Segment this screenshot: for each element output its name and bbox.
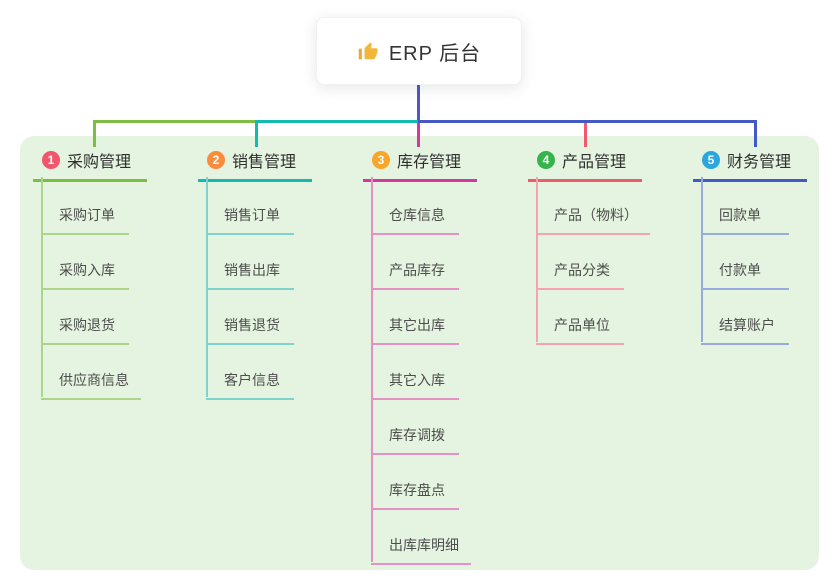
branch-label: 库存管理 xyxy=(397,154,462,171)
branch-number-badge: 3 xyxy=(372,151,390,169)
child-node[interactable]: 出库库明细 xyxy=(371,536,471,565)
child-node[interactable]: 仓库信息 xyxy=(371,206,459,235)
child-node[interactable]: 结算账户 xyxy=(701,316,789,345)
child-node[interactable]: 供应商信息 xyxy=(41,371,141,400)
child-node[interactable]: 采购入库 xyxy=(41,261,129,290)
root-connector-line xyxy=(417,85,420,123)
bus-line-procurement xyxy=(93,120,255,123)
child-node[interactable]: 销售退货 xyxy=(206,316,294,345)
stub-line-product xyxy=(584,123,587,147)
child-node[interactable]: 库存调拨 xyxy=(371,426,459,455)
child-node[interactable]: 产品单位 xyxy=(536,316,624,345)
branch-label: 财务管理 xyxy=(727,154,792,171)
root-label: ERP 后台 xyxy=(388,42,482,65)
child-label: 采购入库 xyxy=(59,262,115,278)
branch-header-inventory[interactable]: 3 库存管理 xyxy=(363,148,478,182)
branch-label: 采购管理 xyxy=(67,154,132,171)
branch-header-product[interactable]: 4 产品管理 xyxy=(528,148,643,182)
child-label: 供应商信息 xyxy=(59,372,129,388)
children-connector-line xyxy=(206,177,208,397)
child-node[interactable]: 产品库存 xyxy=(371,261,459,290)
child-label: 结算账户 xyxy=(719,317,775,333)
child-node[interactable]: 产品（物料） xyxy=(536,206,650,235)
branch-header-procurement[interactable]: 1 采购管理 xyxy=(33,148,148,182)
stub-line-sales xyxy=(255,120,258,147)
child-node[interactable]: 产品分类 xyxy=(536,261,624,290)
child-label: 销售订单 xyxy=(224,207,280,223)
child-node[interactable]: 回款单 xyxy=(701,206,789,235)
stub-line-finance xyxy=(754,120,757,147)
children-connector-line xyxy=(536,177,538,342)
child-node[interactable]: 采购退货 xyxy=(41,316,129,345)
child-label: 其它出库 xyxy=(389,317,445,333)
branch-number-badge: 1 xyxy=(42,151,60,169)
child-label: 其它入库 xyxy=(389,372,445,388)
branch-number-badge: 2 xyxy=(207,151,225,169)
thumbs-up-icon xyxy=(358,42,378,60)
branches-panel xyxy=(20,136,819,570)
child-label: 库存调拨 xyxy=(389,427,445,443)
child-node[interactable]: 其它出库 xyxy=(371,316,459,345)
branch-label: 销售管理 xyxy=(232,154,297,171)
children-connector-line xyxy=(41,177,43,397)
child-label: 回款单 xyxy=(719,207,761,223)
child-label: 仓库信息 xyxy=(389,207,445,223)
child-node[interactable]: 采购订单 xyxy=(41,206,129,235)
child-node[interactable]: 客户信息 xyxy=(206,371,294,400)
child-label: 客户信息 xyxy=(224,372,280,388)
root-node[interactable]: ERP 后台 xyxy=(316,17,522,85)
child-node[interactable]: 销售订单 xyxy=(206,206,294,235)
branch-number-badge: 5 xyxy=(702,151,720,169)
child-label: 销售退货 xyxy=(224,317,280,333)
child-label: 库存盘点 xyxy=(389,482,445,498)
child-node[interactable]: 其它入库 xyxy=(371,371,459,400)
child-node[interactable]: 付款单 xyxy=(701,261,789,290)
stub-line-procurement xyxy=(93,120,96,147)
child-label: 销售出库 xyxy=(224,262,280,278)
branch-number-badge: 4 xyxy=(537,151,555,169)
child-node[interactable]: 库存盘点 xyxy=(371,481,459,510)
branch-header-finance[interactable]: 5 财务管理 xyxy=(693,148,808,182)
child-label: 产品单位 xyxy=(554,317,610,333)
children-connector-line xyxy=(371,177,373,562)
child-label: 产品（物料） xyxy=(554,207,638,223)
child-label: 出库库明细 xyxy=(389,537,459,553)
child-node[interactable]: 销售出库 xyxy=(206,261,294,290)
branch-label: 产品管理 xyxy=(562,154,627,171)
bus-line-finance xyxy=(418,120,757,123)
stub-line-inventory xyxy=(417,123,420,147)
bus-line-sales xyxy=(255,120,418,123)
child-label: 付款单 xyxy=(719,262,761,278)
child-label: 采购订单 xyxy=(59,207,115,223)
child-label: 采购退货 xyxy=(59,317,115,333)
child-label: 产品分类 xyxy=(554,262,610,278)
branch-header-sales[interactable]: 2 销售管理 xyxy=(198,148,313,182)
child-label: 产品库存 xyxy=(389,262,445,278)
children-connector-line xyxy=(701,177,703,342)
